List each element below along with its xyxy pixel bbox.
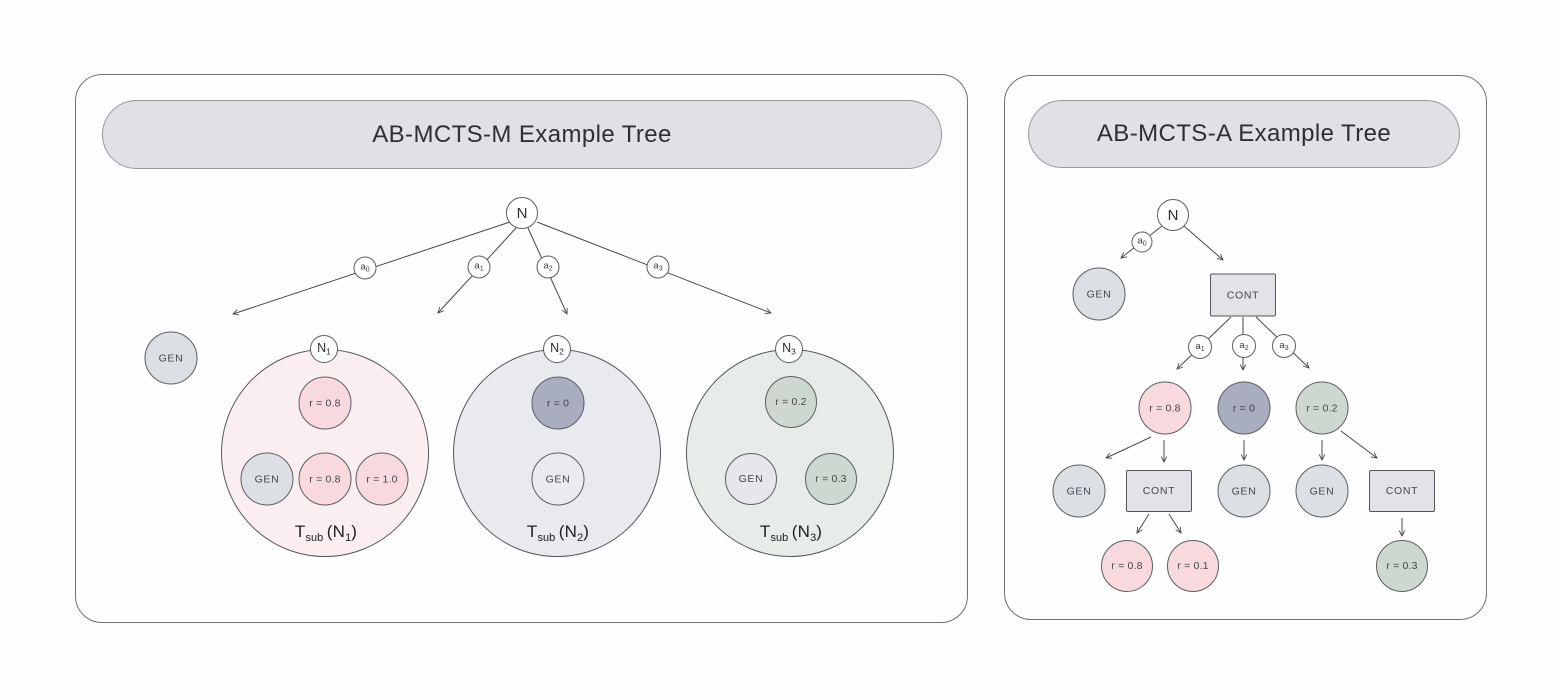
left-title: AB-MCTS-M Example Tree [372, 120, 672, 148]
right-root-node: N [1157, 199, 1189, 231]
subtree1-reward-mid: r = 0.8 [298, 452, 352, 506]
subtree1-tag: N1 [310, 335, 338, 363]
edge-cont1-r01 [1168, 513, 1182, 534]
subtree3-gen-node: GEN [725, 453, 777, 505]
subtree3-reward-top: r = 0.2 [765, 376, 817, 428]
subtree1-caption: Tsub (N1) [294, 522, 358, 544]
left-title-pill: AB-MCTS-M Example Tree [102, 100, 942, 169]
edge-right-root-cont [1183, 225, 1224, 261]
right-gen3-node: GEN [1295, 464, 1349, 518]
subtree1-reward-top: r = 0.8 [298, 376, 352, 430]
edge-cont1-r08b [1136, 513, 1150, 534]
right-gen0-node: GEN [1072, 267, 1126, 321]
left-edge-label-a2: a2 [536, 255, 560, 279]
subtree2-tag: N2 [543, 335, 571, 363]
edge-r02-cont2 [1340, 430, 1378, 459]
right-reward-r03: r = 0.3 [1376, 540, 1428, 592]
left-gen-node: GEN [144, 331, 198, 385]
subtree2-gen-node: GEN [531, 452, 585, 506]
right-reward-r01: r = 0.1 [1167, 540, 1219, 592]
subtree1-reward-right: r = 1.0 [355, 452, 409, 506]
right-root-label: N [1167, 206, 1179, 224]
right-reward-r0: r = 0 [1217, 381, 1271, 435]
edge-r08-gen1 [1105, 436, 1152, 459]
left-root-node: N [506, 197, 538, 229]
left-root-label: N [516, 204, 528, 222]
subtree3-tag: N3 [775, 335, 803, 363]
right-reward-r02: r = 0.2 [1295, 381, 1349, 435]
subtree3-caption: Tsub (N3) [759, 522, 823, 544]
right-cont0-node: CONT [1210, 273, 1276, 317]
left-edge-label-a1: a1 [467, 255, 491, 279]
subtree2-caption: Tsub (N2) [526, 522, 590, 544]
subtree2-reward-top: r = 0 [531, 376, 585, 430]
right-reward-r08: r = 0.8 [1138, 381, 1192, 435]
right-edge-label-a2: a2 [1232, 334, 1256, 358]
right-title: AB-MCTS-A Example Tree [1096, 120, 1392, 147]
left-edge-label-a3: a3 [646, 255, 670, 279]
right-title-pill: AB-MCTS-A Example Tree [1028, 100, 1460, 168]
right-edge-label-a3: a3 [1272, 334, 1296, 358]
left-edge-label-a0: a0 [353, 256, 377, 280]
subtree3-reward-right: r = 0.3 [805, 453, 857, 505]
right-gen2-node: GEN [1217, 464, 1271, 518]
right-edge-label-a1: a1 [1188, 335, 1212, 359]
subtree1-gen-node: GEN [240, 452, 294, 506]
right-edge-label-a0: a0 [1131, 231, 1153, 253]
right-cont1-node: CONT [1126, 470, 1192, 512]
right-cont2-node: CONT [1369, 470, 1435, 512]
right-reward-r08b: r = 0.8 [1101, 540, 1153, 592]
right-gen1-node: GEN [1052, 464, 1106, 518]
